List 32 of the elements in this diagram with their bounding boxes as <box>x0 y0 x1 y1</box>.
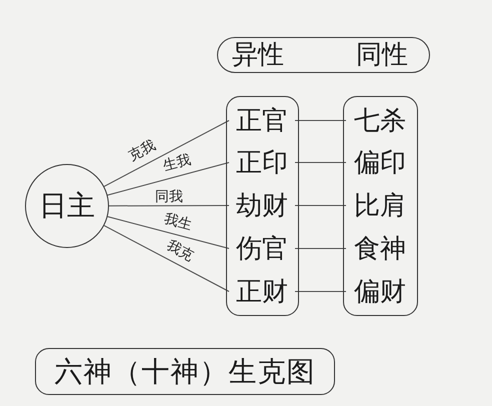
day-master-circle <box>25 164 109 248</box>
term-text: 偏财 <box>346 274 414 308</box>
connector-line <box>107 216 230 249</box>
edge-label: 我生 <box>161 212 194 233</box>
connector-line <box>294 162 346 163</box>
center-text: 日主 <box>39 190 95 222</box>
connector-line <box>294 205 346 206</box>
edge-label: 生我 <box>160 152 194 174</box>
column-heading: 异性 <box>232 40 284 70</box>
connector-line <box>107 162 230 196</box>
term-text: 食神 <box>346 231 414 265</box>
edge-label: 同我 <box>154 190 184 204</box>
column-header-box <box>217 37 430 73</box>
term-text: 正财 <box>229 274 295 308</box>
edge-label: 克我 <box>125 138 158 165</box>
connector-line <box>294 120 346 121</box>
connector-line <box>104 120 230 187</box>
term-text: 劫财 <box>229 188 295 222</box>
column-heading: 同性 <box>356 40 408 70</box>
term-text: 偏印 <box>346 145 414 179</box>
connector-line <box>294 291 346 292</box>
term-text: 伤官 <box>229 231 295 265</box>
diagram-title: 六神（十神）生克图 <box>35 348 335 395</box>
connector-line <box>294 248 346 249</box>
column-box <box>226 96 299 316</box>
column-box <box>343 96 418 316</box>
term-text: 正印 <box>229 145 295 179</box>
term-text: 正官 <box>229 103 295 137</box>
connector-line <box>104 225 230 292</box>
term-text: 七杀 <box>346 103 414 137</box>
connector-line <box>108 205 230 206</box>
term-text: 比肩 <box>346 188 414 222</box>
